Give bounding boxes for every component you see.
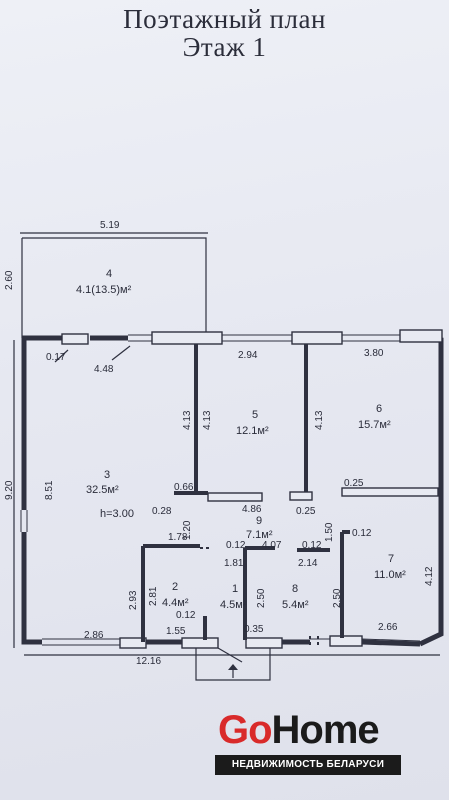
room-area-9: 7.1м² (246, 529, 273, 541)
logo-tagline: НЕДВИЖИМОСТЬ БЕЛАРУСИ (215, 755, 401, 775)
dim-851: 8.51 (44, 480, 55, 500)
dim-250-b: 2.50 (332, 588, 343, 608)
room-number-3: 3 (104, 469, 110, 481)
plan-title: Поэтажный план (123, 4, 326, 34)
dim-025-a: 0.25 (296, 506, 316, 517)
floor-label: Этаж 1 (182, 32, 267, 62)
wall-block-bottom-2 (181, 637, 219, 649)
leader-448 (111, 345, 131, 361)
dim-017: 0.17 (46, 352, 66, 363)
room-area-1: 4.5м² (220, 599, 247, 611)
wall-block-mid-2 (341, 487, 439, 497)
wall-block-top-2 (291, 331, 343, 345)
logo-go: Go (218, 708, 273, 752)
wall-block-corner (61, 333, 89, 345)
room-area-7: 11.0м² (374, 569, 406, 581)
wall-block-bottom-4 (329, 635, 363, 647)
dim-012-c: 0.12 (302, 540, 322, 551)
dim-407: 4.07 (262, 540, 282, 551)
dim-286: 2.86 (84, 630, 104, 641)
dim-412: 4.12 (424, 566, 435, 586)
dim-012-d: 0.12 (176, 610, 196, 621)
dim-293: 2.93 (128, 590, 139, 610)
room-number-2: 2 (172, 581, 178, 593)
dim-214: 2.14 (298, 558, 318, 569)
wall-block-mid-3 (289, 491, 313, 501)
dim-413-c: 4.13 (314, 410, 325, 430)
dim-028: 0.28 (152, 506, 172, 517)
dim-150: 1.50 (324, 522, 335, 542)
dim-413-a: 4.13 (182, 410, 193, 430)
room-height-3: h=3.00 (100, 508, 134, 520)
dim-380: 3.80 (364, 348, 384, 359)
room-number-9: 9 (256, 515, 262, 527)
room-area-2: 4.4м² (162, 597, 189, 609)
dim-250-a: 2.50 (256, 588, 267, 608)
dim-120: 1.20 (182, 520, 193, 540)
dim-left-porch: 2.60 (4, 270, 15, 290)
dim-281: 2.81 (148, 586, 159, 606)
leader-017 (54, 349, 69, 363)
room-number-8: 8 (292, 583, 298, 595)
dim-025-b: 0.25 (344, 478, 364, 489)
wall-outer-left-top (21, 335, 68, 510)
wall-block-mid-1 (207, 492, 263, 502)
room-area-8: 5.4м² (282, 599, 309, 611)
wall-bottom-right (361, 639, 421, 647)
room-area-3: 32.5м² (86, 484, 119, 496)
wall-block-top-1 (151, 331, 223, 345)
room-area-4: 4.1(13.5)м² (76, 284, 132, 296)
wall-block-top-3 (399, 329, 443, 343)
dim-012-b: 0.12 (226, 540, 246, 551)
dim-012-a: 0.12 (352, 528, 372, 539)
room-number-7: 7 (388, 553, 394, 565)
dim-266: 2.66 (378, 622, 398, 633)
logo-wordmark: GoHome (218, 708, 380, 752)
dim-920: 9.20 (4, 480, 15, 500)
room-area-5: 12.1м² (236, 425, 269, 437)
entrance-porch (195, 648, 271, 681)
door-swing (217, 647, 243, 663)
porch-outline (22, 237, 207, 338)
wall-block-bottom-1 (119, 637, 147, 649)
dim-178: 1.78 (168, 532, 188, 543)
room-area-6: 15.7м² (358, 419, 391, 431)
dim-294: 2.94 (238, 350, 258, 361)
room-number-6: 6 (376, 403, 382, 415)
wall-block-bottom-3 (245, 637, 283, 649)
dim-155: 1.55 (166, 626, 186, 637)
window-bottom-3 (361, 638, 421, 642)
dim-035: 0.35 (244, 624, 264, 635)
room-number-5: 5 (252, 409, 258, 421)
gohome-logo: GoHome НЕДВИЖИМОСТЬ БЕЛАРУСИ (215, 708, 404, 778)
room-number-1: 1 (232, 583, 238, 595)
dim-413-b: 4.13 (202, 410, 213, 430)
room-number-4: 4 (106, 268, 112, 280)
dim-448: 4.48 (94, 364, 114, 375)
dim-066: 0.66 (174, 482, 194, 493)
logo-home: Home (271, 708, 380, 752)
dim-1216: 12.16 (136, 656, 161, 667)
dim-181: 1.81 (224, 558, 244, 569)
dim-486: 4.86 (242, 504, 262, 515)
entry-arrow-icon (228, 664, 238, 670)
dim-top-width: 5.19 (100, 220, 120, 231)
wall-outer-left-bottom (21, 532, 42, 645)
